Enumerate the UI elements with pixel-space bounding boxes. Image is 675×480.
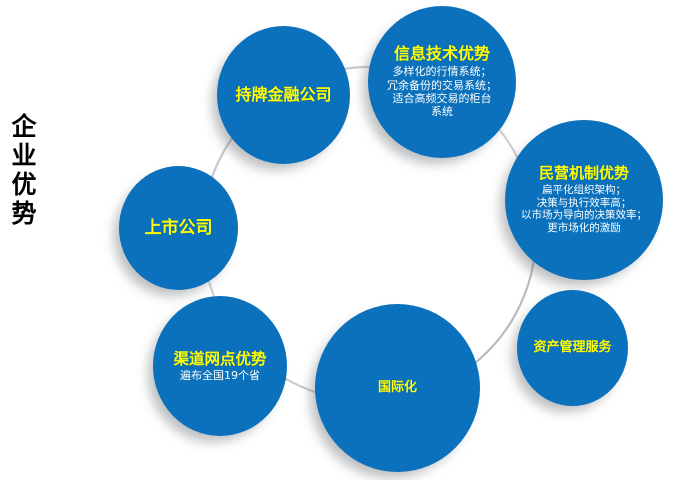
page-title: 企业优势	[11, 112, 37, 228]
node-title: 持牌金融公司	[235, 84, 332, 104]
node-body: 多样化的行情系统； 冗余备份的交易系统； 适合高频交易的柜台 系统	[387, 65, 497, 119]
node-body: 扁平化组织架构； 决策与执行效率高； 以市场为导向的决策效率； 更市场化的激励	[521, 183, 647, 235]
node-licensed-financial-company[interactable]: 持牌金融公司	[217, 26, 350, 164]
node-asset-management-service[interactable]: 资产管理服务	[517, 290, 628, 406]
node-title: 资产管理服务	[533, 340, 612, 356]
node-title: 上市公司	[144, 217, 213, 238]
node-title: 渠道网点优势	[173, 349, 267, 368]
node-channel-network-advantage[interactable]: 渠道网点优势 遍布全国19个省	[153, 296, 287, 436]
node-listed-company[interactable]: 上市公司	[119, 166, 238, 290]
node-it-advantage[interactable]: 信息技术优势 多样化的行情系统； 冗余备份的交易系统； 适合高频交易的柜台 系统	[368, 6, 516, 158]
node-internationalization[interactable]: 国际化	[315, 304, 480, 472]
node-title: 民营机制优势	[538, 164, 629, 183]
node-title: 国际化	[377, 380, 417, 396]
node-private-mechanism-advantage[interactable]: 民营机制优势 扁平化组织架构； 决策与执行效率高； 以市场为导向的决策效率； 更…	[505, 120, 663, 280]
node-title: 信息技术优势	[393, 44, 490, 64]
node-body: 遍布全国19个省	[180, 368, 260, 382]
